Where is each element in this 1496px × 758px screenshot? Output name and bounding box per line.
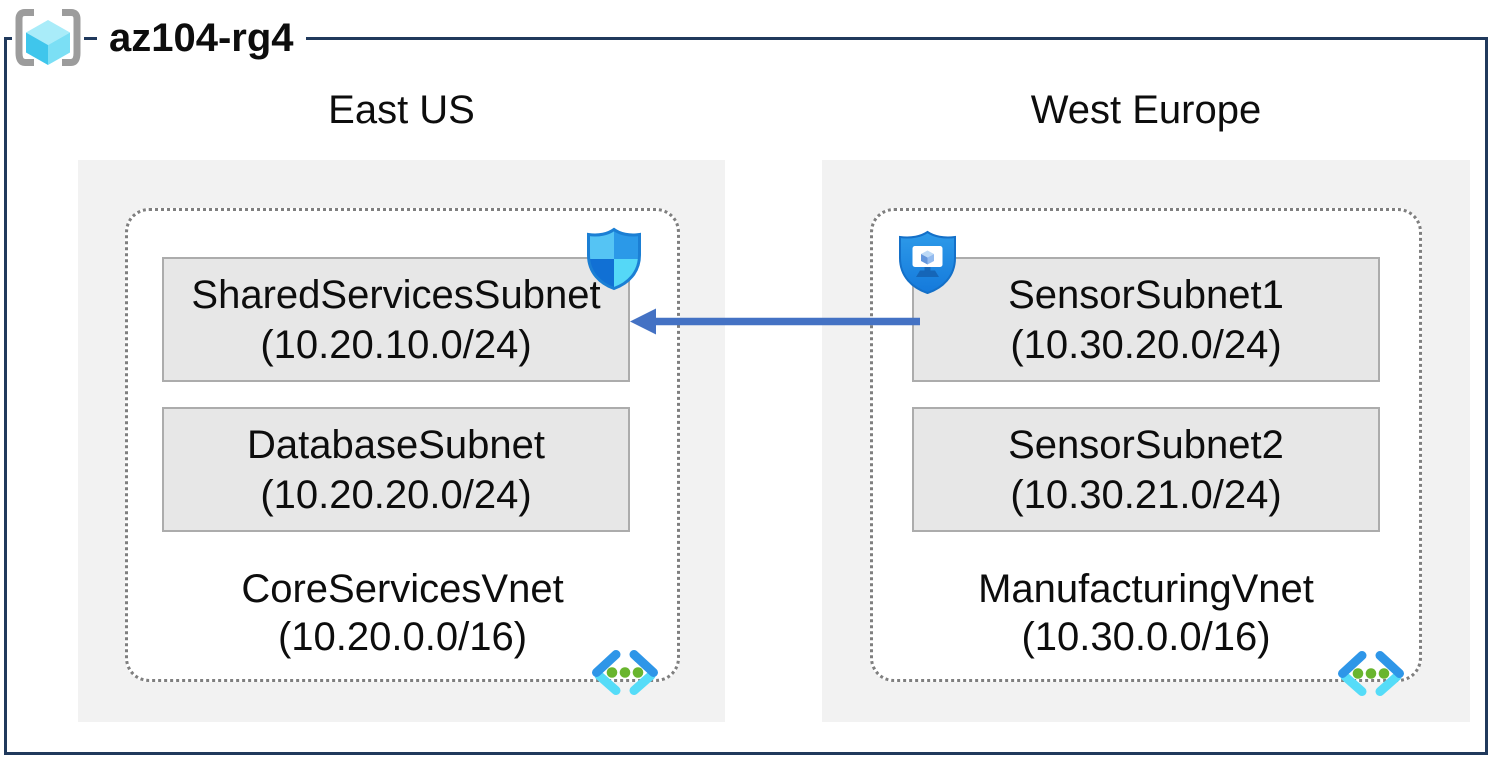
subnet-sensor2: SensorSubnet2 (10.30.21.0/24) (912, 407, 1380, 532)
subnet-sensor1: SensorSubnet1 (10.30.20.0/24) (912, 257, 1380, 382)
subnet-database: DatabaseSubnet (10.20.20.0/24) (162, 407, 630, 532)
subnet-sharedservices: SharedServicesSubnet (10.20.10.0/24) (162, 257, 630, 382)
bastion-icon (896, 229, 959, 296)
vnet-name: CoreServicesVnet (241, 567, 564, 611)
region-label-west-europe: West Europe (1030, 88, 1262, 132)
network-security-group-icon (585, 227, 643, 291)
resource-group-icon (12, 9, 84, 67)
vnet-label-manufacturing: ManufacturingVnet (10.30.0.0/16) (870, 565, 1422, 661)
virtual-network-icon (590, 649, 660, 695)
resource-group-name: az104-rg4 (97, 15, 306, 61)
subnet-cidr: (10.20.10.0/24) (260, 322, 532, 367)
subnet-cidr: (10.20.20.0/24) (260, 472, 532, 517)
peering-arrow (628, 301, 920, 341)
vnet-cidr: (10.20.0.0/16) (277, 615, 528, 659)
resource-group-frame (4, 37, 1488, 755)
virtual-network-icon (1336, 650, 1406, 696)
vnet-label-coreservices: CoreServicesVnet (10.20.0.0/16) (125, 565, 680, 661)
region-label-east-us: East US (328, 88, 475, 132)
subnet-name: SensorSubnet2 (1008, 422, 1284, 467)
resource-group-title: az104-rg4 (12, 8, 306, 68)
vnet-name: ManufacturingVnet (978, 567, 1314, 611)
subnet-cidr: (10.30.21.0/24) (1010, 472, 1282, 517)
subnet-name: SharedServicesSubnet (191, 272, 601, 317)
subnet-cidr: (10.30.20.0/24) (1010, 322, 1282, 367)
subnet-name: SensorSubnet1 (1008, 272, 1284, 317)
vnet-cidr: (10.30.0.0/16) (1021, 615, 1271, 659)
subnet-name: DatabaseSubnet (246, 422, 545, 467)
